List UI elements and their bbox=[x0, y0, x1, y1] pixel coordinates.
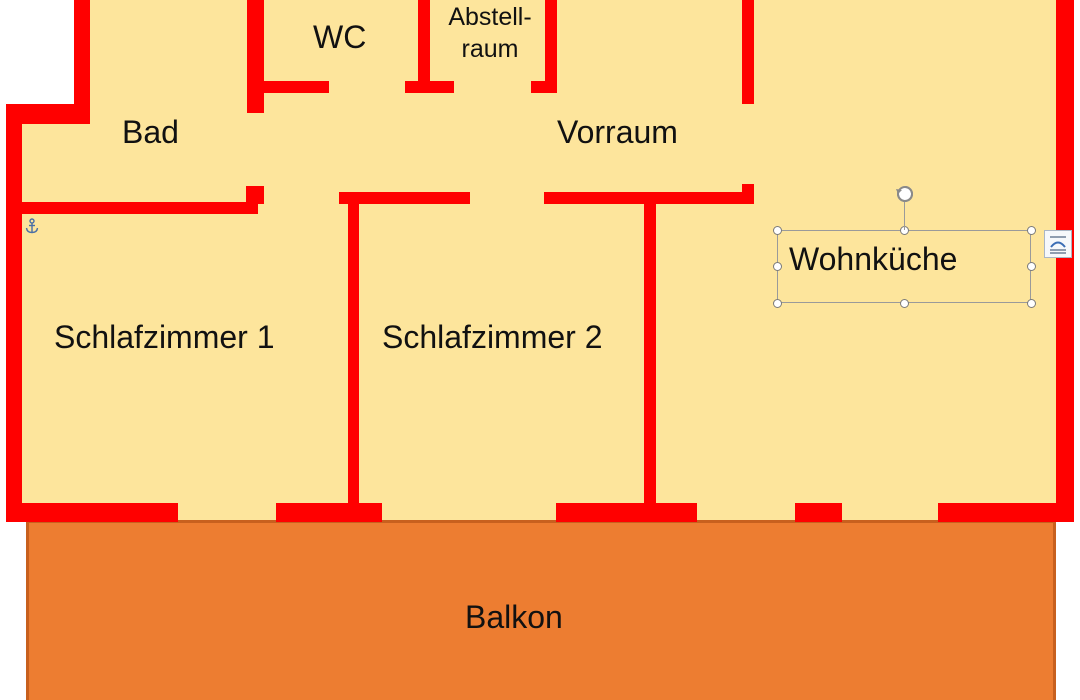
wall-bedroom1-bedroom2 bbox=[348, 192, 359, 510]
wall-bedroom2-top-left bbox=[339, 192, 470, 204]
bottom-wall-segment-4 bbox=[795, 503, 842, 522]
outside-notch bbox=[0, 0, 74, 104]
wall-bad-door-stub bbox=[246, 186, 264, 204]
room-label-balcony: Balkon bbox=[465, 599, 563, 635]
wall-bedroom2-kitchen bbox=[644, 192, 656, 510]
resize-handle-middle-right[interactable] bbox=[1027, 262, 1036, 271]
rotate-handle-icon[interactable] bbox=[894, 183, 916, 205]
wall-bad-bedroom1 bbox=[22, 202, 258, 214]
resize-handle-bottom-right[interactable] bbox=[1027, 299, 1036, 308]
room-label-bedroom-2: Schlafzimmer 2 bbox=[382, 319, 603, 355]
bottom-wall-segment-5 bbox=[938, 503, 1074, 522]
wall-storage-bottom-right bbox=[531, 81, 557, 93]
wall-bad-wc bbox=[247, 0, 264, 113]
anchor-icon bbox=[25, 218, 39, 234]
room-label-bathroom: Bad bbox=[122, 114, 179, 150]
outer-wall-right bbox=[1056, 0, 1074, 522]
room-label-bedroom-1: Schlafzimmer 1 bbox=[54, 319, 275, 355]
room-label-storage-line1: Abstell- bbox=[448, 3, 532, 31]
resize-handle-bottom-center[interactable] bbox=[900, 299, 909, 308]
wall-wc-bottom bbox=[247, 81, 329, 93]
wall-wc-storage bbox=[418, 0, 430, 90]
resize-handle-bottom-left[interactable] bbox=[773, 299, 782, 308]
bottom-wall-segment-1 bbox=[6, 503, 178, 522]
room-label-wc: WC bbox=[313, 19, 367, 55]
balcony-area[interactable] bbox=[26, 520, 1056, 700]
rotate-handle-stem bbox=[904, 202, 905, 230]
resize-handle-top-left[interactable] bbox=[773, 226, 782, 235]
room-label-storage-line2: raum bbox=[461, 35, 519, 63]
bottom-wall-segment-2 bbox=[276, 503, 382, 522]
wall-storage-bottom-left bbox=[405, 81, 454, 93]
room-label-hallway: Vorraum bbox=[557, 114, 678, 150]
layout-options-glyph bbox=[1050, 236, 1066, 254]
wall-hall-right-upper bbox=[742, 0, 754, 104]
outer-wall-notch-vertical bbox=[74, 0, 90, 124]
resize-handle-top-right[interactable] bbox=[1027, 226, 1036, 235]
wall-storage-right bbox=[545, 0, 557, 90]
bottom-wall-segment-3 bbox=[556, 503, 697, 522]
outer-wall-left bbox=[6, 104, 22, 522]
outer-wall-notch-horizontal bbox=[6, 104, 90, 124]
layout-options-icon[interactable] bbox=[1044, 230, 1072, 258]
room-label-storage: Abstell- raum bbox=[434, 1, 546, 65]
resize-handle-middle-left[interactable] bbox=[773, 262, 782, 271]
room-label-kitchen-living[interactable]: Wohnküche bbox=[789, 241, 958, 277]
